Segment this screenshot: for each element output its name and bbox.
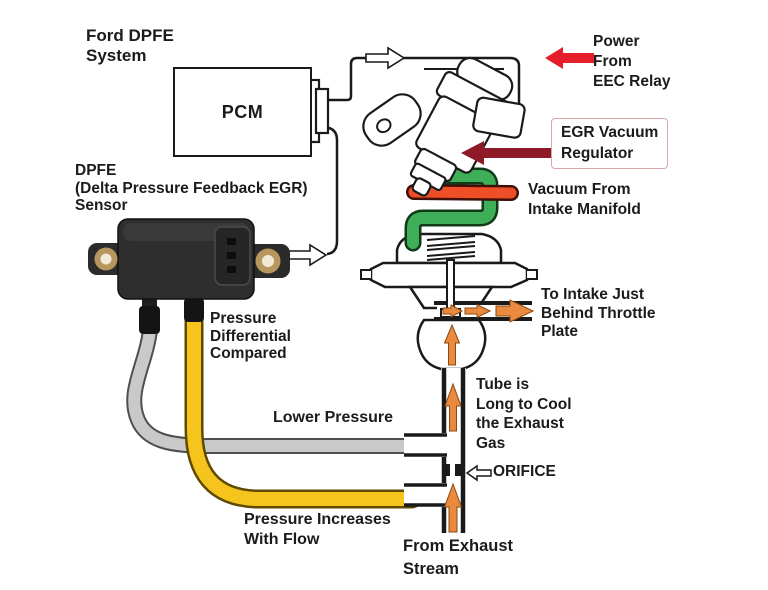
connector-pin	[227, 252, 236, 259]
from-exhaust-label: From Exhaust Stream	[403, 537, 514, 578]
flow-arrow-icon	[464, 303, 492, 319]
power-from-relay-label: Power From EEC Relay	[593, 33, 671, 90]
hose-collar-left	[139, 306, 160, 334]
bracket-hole-icon	[376, 118, 392, 134]
regulator-pointer-arrow-icon	[461, 141, 554, 165]
upper-pressure-port	[404, 433, 447, 457]
dpfe-sensor-label: DPFE (Delta Pressure Feedback EGR) Senso…	[75, 162, 308, 214]
lower-pressure-port	[404, 483, 447, 507]
diagram-title: Ford DPFE System	[86, 26, 174, 65]
pressure-increases-label: Pressure Increases With Flow	[244, 511, 391, 548]
pressure-differential-label: Pressure Differential Compared	[210, 310, 291, 362]
regulator-bracket	[362, 93, 422, 147]
egr-valve-drawing	[360, 232, 538, 371]
exhaust-flow-arrows	[442, 299, 535, 533]
to-intake-label: To Intake Just Behind Throttle Plate	[541, 286, 656, 340]
yellow-high-pressure-tube	[184, 308, 422, 509]
vacuum-from-intake-label: Vacuum From Intake Manifold	[528, 181, 641, 218]
flow-arrow-icon	[444, 382, 462, 432]
dpfe-sensor-drawing	[88, 218, 290, 334]
wire-dpfe-to-pcm	[321, 125, 339, 256]
hose-collar-right	[184, 298, 204, 322]
sensor-signal-arrow-icon	[287, 243, 328, 267]
regulator-connector	[472, 96, 526, 139]
power-arrow-icon	[545, 47, 594, 69]
orifice-label: ORIFICE	[493, 463, 556, 480]
connector-pin	[227, 238, 236, 245]
green-vacuum-tube	[404, 167, 499, 252]
pcm-signal-arrow-icon	[365, 46, 406, 70]
flow-arrow-icon	[495, 299, 535, 323]
orifice-restriction	[442, 464, 463, 476]
egr-vacuum-regulator-label-box: EGR Vacuum Regulator	[551, 118, 669, 169]
flow-arrow-icon	[443, 482, 463, 533]
pcm-label: PCM	[221, 101, 264, 122]
orifice-pointer-arrow-icon	[465, 464, 492, 482]
connector-pin	[227, 266, 236, 273]
gray-low-pressure-tube	[126, 322, 420, 454]
lower-pressure-label: Lower Pressure	[273, 409, 394, 426]
regulator-nipple	[411, 177, 432, 197]
tube-long-label: Tube is Long to Cool the Exhaust Gas	[476, 376, 572, 452]
valve-spring-icon	[426, 235, 476, 261]
pcm-module-box: PCM	[173, 67, 312, 157]
flow-arrow-icon	[443, 323, 461, 366]
orange-vacuum-tube	[406, 184, 519, 201]
flow-arrow-icon	[442, 304, 464, 318]
